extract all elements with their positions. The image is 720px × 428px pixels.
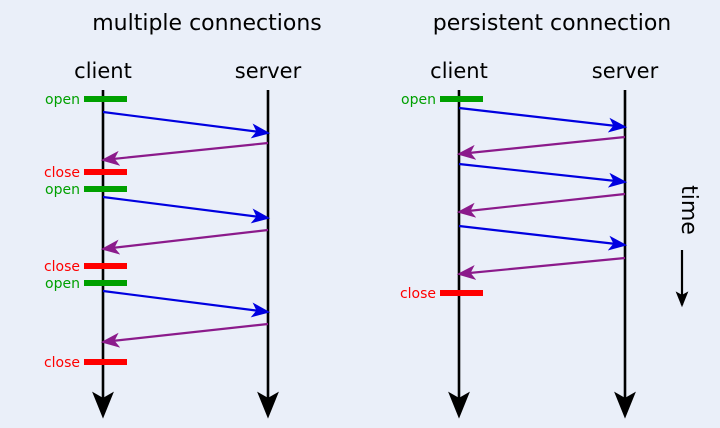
time-axis-label: time (676, 185, 701, 235)
message-multiple-response-1 (100, 141, 269, 166)
message-multiple-request-0 (102, 110, 271, 139)
marker-label-multiple-close-3: close (44, 259, 80, 275)
time-axis: time (675, 185, 701, 308)
message-multiple-response-5 (100, 322, 269, 348)
marker-label-multiple-open-2: open (45, 182, 80, 198)
message-multiple-response-3 (100, 228, 269, 255)
marker-label-persistent-open-0: open (401, 92, 436, 108)
marker-label-multiple-close-1: close (44, 165, 80, 181)
panel-persistent: persistent connection client server open clo… (400, 11, 672, 419)
marker-label-multiple-open-4: open (45, 276, 80, 292)
actor-label-multiple-client: client (74, 59, 132, 83)
message-persistent-request-2 (458, 162, 628, 188)
marker-label-multiple-open-0: open (45, 92, 80, 108)
actor-label-persistent-server: server (592, 59, 659, 83)
actor-label-persistent-client: client (430, 59, 488, 83)
message-multiple-request-2 (102, 195, 271, 224)
message-persistent-response-1 (456, 135, 626, 160)
panel-title-multiple: multiple connections (92, 11, 322, 36)
marker-label-multiple-close-5: close (44, 355, 80, 371)
message-persistent-request-0 (458, 106, 628, 133)
message-persistent-response-5 (456, 256, 626, 280)
marker-label-persistent-close-1: close (400, 286, 436, 302)
message-persistent-request-4 (458, 224, 628, 251)
panel-title-persistent: persistent connection (433, 11, 672, 36)
message-persistent-response-3 (456, 192, 626, 218)
actor-label-multiple-server: server (235, 59, 302, 83)
message-multiple-request-4 (102, 289, 271, 318)
